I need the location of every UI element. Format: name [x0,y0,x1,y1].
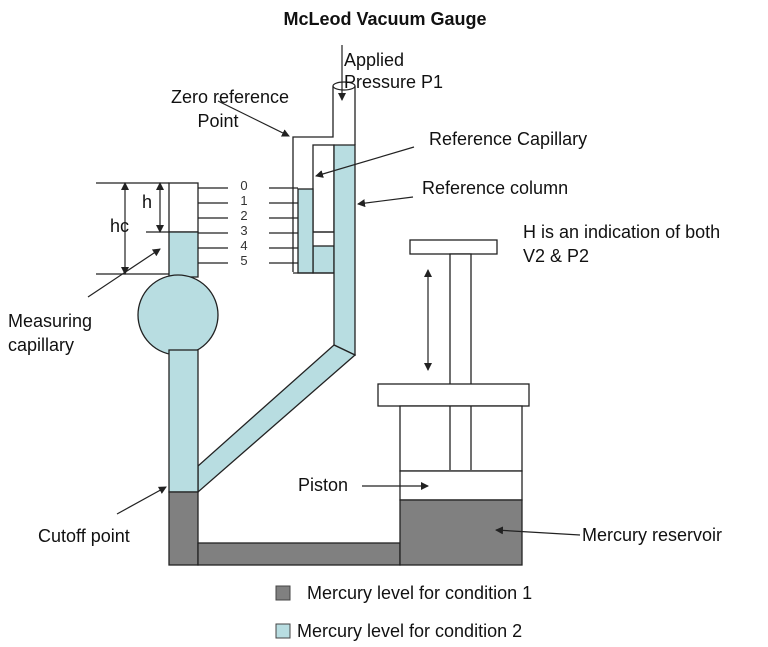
reference-column [333,144,356,357]
reference-column-label: Reference column [422,178,568,198]
mercury-reservoir-label: Mercury reservoir [582,525,722,545]
zero-ref-column-mercury [297,188,314,274]
h-indication-label-1: H is an indication of both [523,222,720,242]
hc-label: hc [110,216,129,236]
scale-ticks-right [269,187,298,264]
reference-capillary-label: Reference Capillary [429,129,587,149]
h-label: h [142,192,152,212]
piston-handle [409,239,498,255]
cutoff-point-label: Cutoff point [38,526,130,546]
reference-capillary-pointer [315,146,415,178]
measuring-capillary-empty [168,182,199,233]
mercury-reservoir-pointer [495,526,581,536]
zero-reference-label-2: Point [197,111,238,131]
scale-tick-label: 0 [240,178,247,193]
measuring-capillary-label-2: capillary [8,335,74,355]
applied-pressure-label-1: Applied [344,50,404,70]
scale-tick-label: 3 [240,223,247,238]
measuring-capillary-pointer [87,248,161,298]
measuring-capillary-mercury [168,231,199,278]
zero-reference-label-1: Zero reference [171,87,289,107]
piston-label: Piston [298,475,348,495]
scale-tick-label: 4 [240,238,247,253]
scale-tick-label: 2 [240,208,247,223]
reference-capillary-mercury [312,245,335,274]
mercury-reservoir [399,499,523,566]
applied-pressure-label-2: Pressure P1 [344,72,443,92]
inlet-tube-left-wall [292,86,334,272]
bottom-connecting-tube-mercury [197,542,401,566]
reservoir-cap [377,383,530,407]
cutoff-point-pointer [116,486,167,515]
legend-swatch-condition-1 [275,585,291,601]
scale-ticks-left [198,187,228,264]
legend-swatch-condition-2 [275,623,291,639]
legend: Mercury level for condition 1 Mercury le… [275,583,532,641]
reference-column-pointer [357,196,414,208]
legend-label-condition-2: Mercury level for condition 2 [297,621,522,641]
reservoir-upper-chamber [399,405,523,472]
h-indication-label-2: V2 & P2 [523,246,589,266]
measuring-bulb [137,274,219,356]
diagonal-connecting-tube [197,344,357,494]
measuring-capillary-label-1: Measuring [8,311,92,331]
scale-tick-label: 5 [240,253,247,268]
diagram-title: McLeod Vacuum Gauge [283,9,486,29]
zero-reference-pointer [217,100,290,137]
reference-capillary-empty [312,144,335,233]
legend-label-condition-1: Mercury level for condition 1 [307,583,532,603]
left-leg-mercury-condition-1 [168,491,199,566]
measuring-lower-stem [168,349,199,493]
scale-tick-label: 1 [240,193,247,208]
inlet-opening [332,81,356,91]
